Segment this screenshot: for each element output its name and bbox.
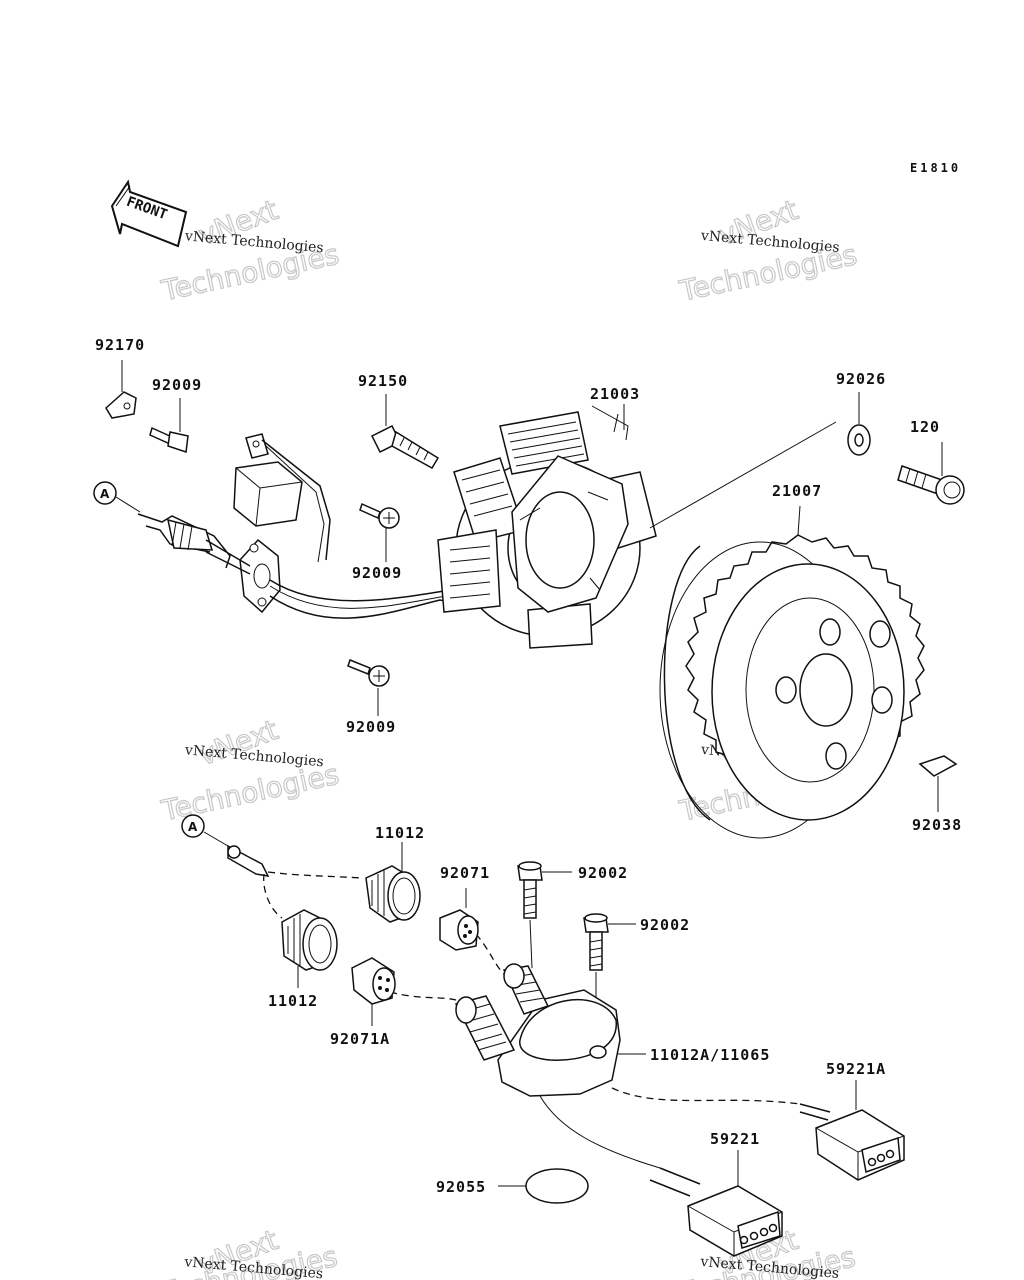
wire-path-4: [389, 991, 457, 1001]
label-92002-lower: 92002: [640, 916, 690, 934]
label-92170: 92170: [95, 336, 145, 354]
label-92055: 92055: [436, 1178, 486, 1196]
wire-path-2: [263, 873, 283, 919]
connector-59221: [687, 1150, 783, 1257]
wire-path-1: [267, 871, 363, 879]
front-arrow-icon: FRONT: [110, 179, 188, 248]
label-11012a-11065: 11012A/11065: [650, 1046, 770, 1064]
cap-11012-upper: [365, 842, 421, 923]
label-11012-upper: 11012: [375, 824, 425, 842]
wire-path-3: [475, 933, 507, 977]
key-92038: [918, 755, 958, 812]
label-21007: 21007: [772, 482, 822, 500]
washer-92026: [847, 392, 871, 456]
bolt-92002-upper: [517, 861, 572, 969]
label-92009-low: 92009: [346, 718, 396, 736]
wiring-harness: [137, 513, 461, 619]
label-59221: 59221: [710, 1130, 760, 1148]
screw-92009-low: [347, 659, 390, 716]
reference-marker-a-bottom: A: [181, 814, 270, 877]
bolt-92002-lower: [583, 913, 636, 1040]
svg-text:A: A: [100, 487, 110, 501]
connector-housing-11012a: [454, 963, 831, 1197]
label-120: 120: [910, 418, 940, 436]
label-92026: 92026: [836, 370, 886, 388]
label-59221a: 59221A: [826, 1060, 886, 1078]
bolt-120: [897, 442, 965, 505]
screw-92009-top: [149, 398, 189, 454]
svg-text:A: A: [188, 820, 198, 834]
flywheel-21007: [659, 505, 925, 839]
stator-21003: [437, 404, 657, 649]
bolt-92150: [370, 394, 440, 470]
grommet-92170: [105, 360, 137, 419]
o-ring-92055: [498, 1168, 589, 1204]
label-92038: 92038: [912, 816, 962, 834]
label-11012-lower: 11012: [268, 992, 318, 1010]
screw-92009-mid: [359, 502, 400, 562]
pickup-coil: [233, 433, 331, 563]
reference-marker-a-top: A: [93, 481, 141, 513]
label-92009-top: 92009: [152, 376, 202, 394]
label-92071a: 92071A: [330, 1030, 390, 1048]
label-21003: 21003: [590, 385, 640, 403]
label-92002-upper: 92002: [578, 864, 628, 882]
label-92009-mid: 92009: [352, 564, 402, 582]
connector-59221a: [815, 1080, 905, 1181]
plug-92071: [439, 888, 479, 951]
diagram-code: E1810: [910, 161, 961, 175]
leader-92026: [649, 421, 837, 529]
cap-11012-lower: [281, 909, 338, 988]
plug-92071a: [351, 957, 396, 1026]
label-92150: 92150: [358, 372, 408, 390]
label-92071: 92071: [440, 864, 490, 882]
